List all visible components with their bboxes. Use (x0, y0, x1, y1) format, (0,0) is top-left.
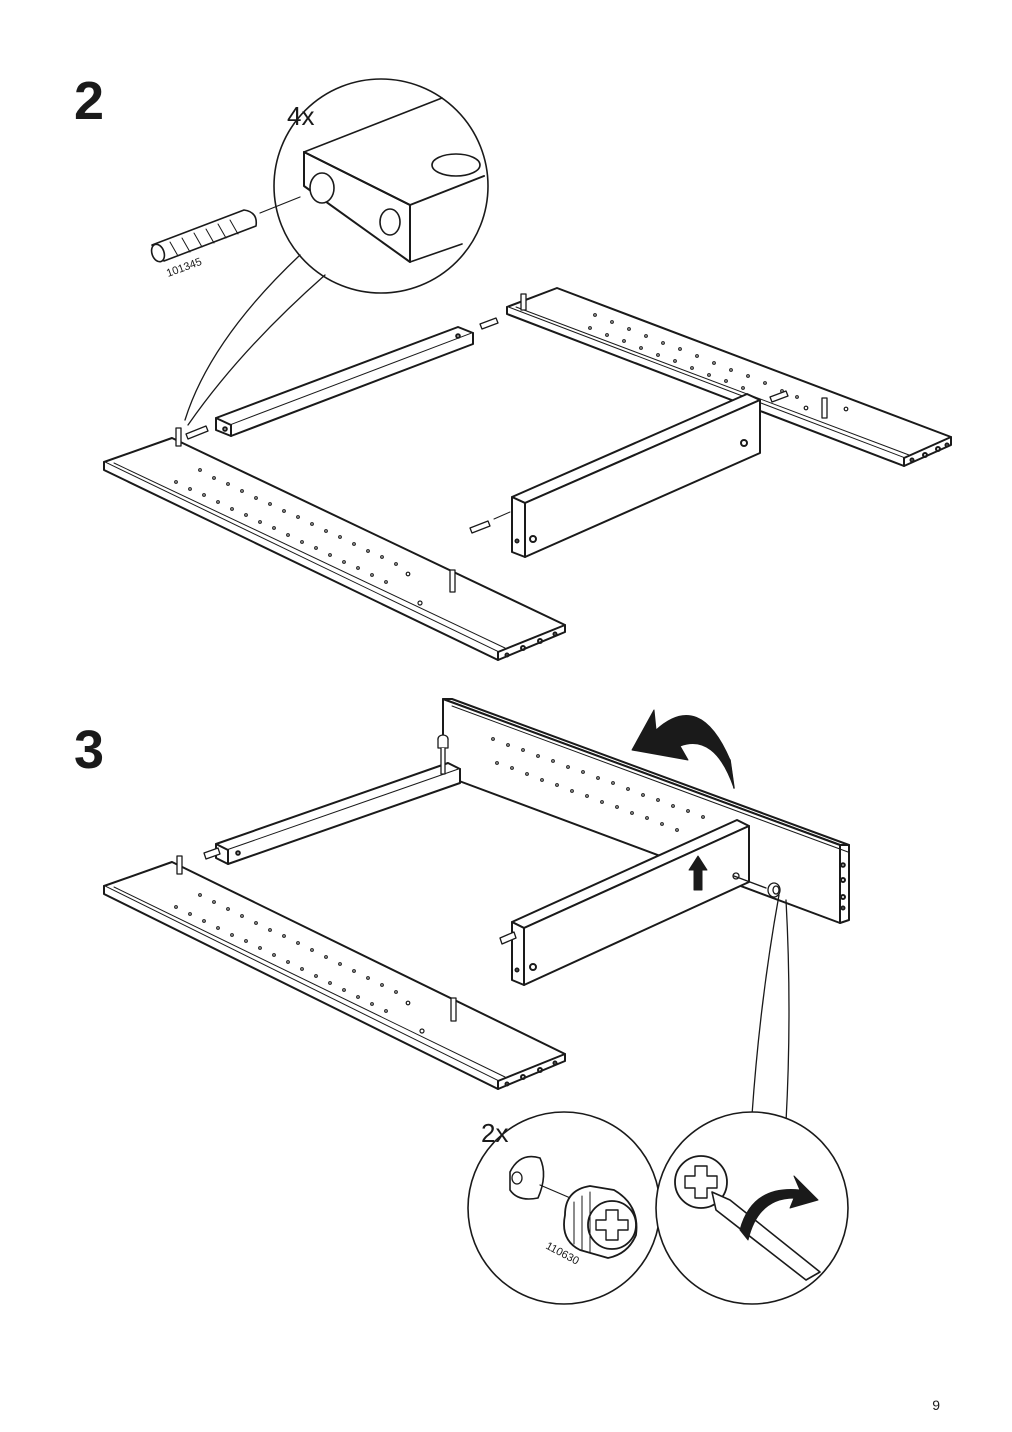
step3-side-panel (103, 861, 566, 1090)
step3-cam-lock-inserted (732, 872, 781, 898)
step2-part-code: 101345 (165, 256, 204, 280)
up-arrow-icon (688, 855, 708, 891)
step2-back-rail (215, 326, 474, 437)
dowel-icon (150, 209, 258, 263)
screwdriver-icon (674, 1155, 821, 1281)
step2-side-panel-right (506, 287, 952, 467)
step2-zoom-circle (273, 78, 489, 294)
step2-dowels-right-panel (520, 293, 828, 419)
step-number-2: 2 (74, 71, 105, 131)
step2-dowel-front-board (469, 511, 511, 534)
step2-front-board (511, 393, 761, 558)
quantity-label-step3: 2x (481, 1118, 509, 1148)
step3-illustration: 110630 (103, 698, 850, 1305)
step2-illustration: 101345 (103, 78, 952, 661)
step2-side-panel-left (103, 437, 566, 661)
step2-dowel-back-rail (479, 317, 499, 330)
step3-callout-leader (751, 894, 790, 1123)
step3-front-board (499, 819, 750, 986)
step3-rail (203, 762, 461, 865)
step2-dowels-left-panel (175, 425, 456, 593)
page-number: 9 (932, 1397, 940, 1413)
step2-zoom-board-end (303, 97, 485, 263)
step2-callout-leader (184, 254, 326, 426)
step-number-3: 3 (74, 720, 105, 780)
quantity-label-step2: 4x (287, 101, 315, 131)
rotate-arrow-icon (631, 709, 735, 789)
cam-lock-icon (509, 1155, 638, 1259)
step3-dowels-side-panel (176, 855, 457, 1022)
step2-dowel-guide (259, 196, 301, 214)
step3-cam-bolt (437, 734, 449, 775)
